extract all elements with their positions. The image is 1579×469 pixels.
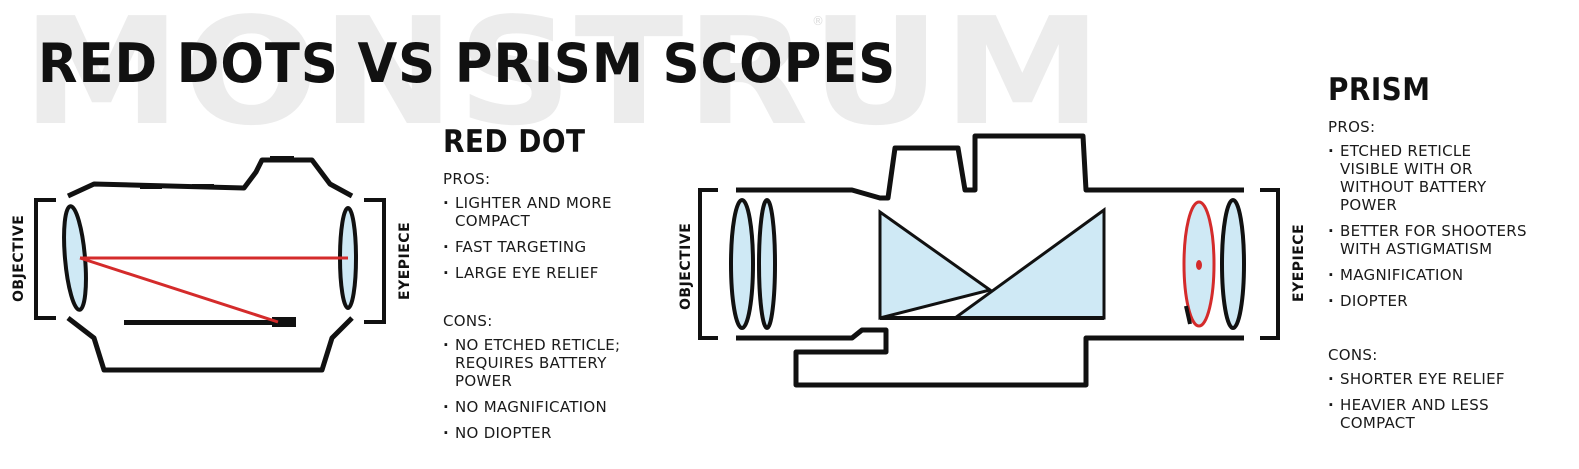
page-title: RED DOTS VS PRISM SCOPES [38, 32, 897, 95]
red-dot-top-bump [270, 156, 294, 161]
led-emitter-tip [272, 317, 296, 327]
list-item: ETCHED RETICLE VISIBLE WITH OR WITHOUT B… [1328, 142, 1573, 214]
list-item: LIGHTER AND MORE COMPACT [443, 194, 683, 230]
prism-base [880, 316, 1104, 320]
red-dot-top-bump [192, 184, 214, 189]
prism-diagram: OBJECTIVE EYEPIECE [678, 133, 1307, 388]
prism-pros-label: PROS: [1328, 118, 1376, 136]
red-dot-housing [66, 157, 354, 373]
red-dot-eyepiece-label: EYEPIECE [397, 222, 413, 300]
red-dot-cons-label: CONS: [443, 312, 493, 330]
red-dot-heading: RED DOT [443, 124, 586, 160]
prism-eyepiece-lens [1220, 198, 1246, 330]
led-emitter [124, 320, 296, 325]
list-item: DIOPTER [1328, 292, 1573, 310]
list-item: SHORTER EYE RELIEF [1328, 370, 1573, 388]
prism-cons-list: SHORTER EYE RELIEF HEAVIER AND LESS COMP… [1328, 370, 1573, 432]
light-beam [79, 256, 279, 324]
prism-element [878, 209, 994, 320]
prism-eyepiece-label: EYEPIECE [1291, 224, 1307, 302]
prism-objective-lens [729, 198, 755, 330]
prism-eyepiece-bracket [1260, 188, 1280, 340]
red-dot-diagram: OBJECTIVE EYEPIECE [11, 156, 413, 373]
list-item: NO ETCHED RETICLE; REQUIRES BATTERY POWE… [443, 336, 683, 390]
reticle-edge [1184, 305, 1192, 325]
list-item: LARGE EYE RELIEF [443, 264, 683, 282]
prism-pros-list: ETCHED RETICLE VISIBLE WITH OR WITHOUT B… [1328, 142, 1573, 310]
red-dot-eyepiece-bracket [364, 198, 386, 324]
red-dot-panel: RED DOT PROS: LIGHTER AND MORE COMPACT F… [443, 124, 683, 450]
prism-housing-bottom [736, 327, 1244, 388]
prism-element [950, 207, 1106, 320]
red-dot-objective-bracket [34, 198, 56, 320]
prism-cons-label: CONS: [1328, 346, 1378, 364]
prism-panel: PRISM PROS: ETCHED RETICLE VISIBLE WITH … [1328, 72, 1573, 440]
red-dot-pros-list: LIGHTER AND MORE COMPACT FAST TARGETING … [443, 194, 683, 282]
reticle-dot [1196, 260, 1202, 270]
red-dot-cons-list: NO ETCHED RETICLE; REQUIRES BATTERY POWE… [443, 336, 683, 442]
prism-heading: PRISM [1328, 72, 1431, 108]
prism-housing-top [736, 133, 1244, 201]
list-item: BETTER FOR SHOOTERS WITH ASTIGMATISM [1328, 222, 1573, 258]
red-dot-pros-label: PROS: [443, 170, 491, 188]
list-item: NO MAGNIFICATION [443, 398, 683, 416]
brand-watermark: MONSTRUM [22, 0, 1105, 158]
list-item: FAST TARGETING [443, 238, 683, 256]
red-dot-top-bump [140, 184, 162, 189]
trademark-symbol: ® [812, 14, 824, 28]
list-item: MAGNIFICATION [1328, 266, 1573, 284]
list-item: NO DIOPTER [443, 424, 683, 442]
list-item: HEAVIER AND LESS COMPACT [1328, 396, 1573, 432]
prism-objective-bracket [698, 188, 718, 340]
red-dot-objective-label: OBJECTIVE [11, 215, 27, 302]
prism-objective-lens [757, 198, 777, 330]
